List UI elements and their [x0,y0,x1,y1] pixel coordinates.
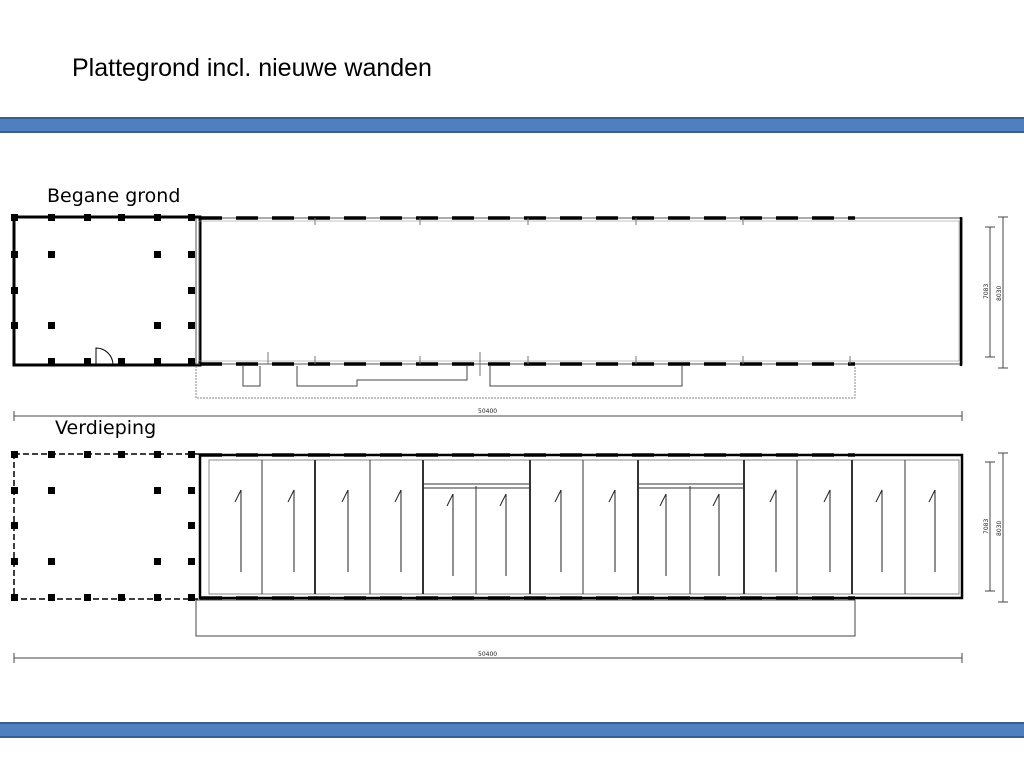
column [154,214,161,221]
upper-annex [195,599,856,637]
upper-wall-symbols [234,489,936,576]
column [118,451,125,458]
column [188,251,195,258]
door-swing [95,347,114,366]
column [84,214,91,221]
ground-hall-outline [195,217,963,365]
column [188,594,195,601]
column [11,287,18,294]
column [188,558,195,565]
column [11,522,18,529]
column [84,451,91,458]
column [48,322,55,329]
ground-annex [195,366,856,399]
column [188,451,195,458]
upper-outer-dimension: 8030 [996,521,1003,536]
column [11,487,18,494]
upper-partition-walls [261,460,906,594]
column [188,287,195,294]
column [154,358,161,365]
column [118,358,125,365]
column [48,451,55,458]
upper-width-dimension-line [13,653,963,663]
column [48,214,55,221]
column [11,558,18,565]
top-accent-band [0,117,1024,133]
upper-left-section-outline [13,453,201,600]
ground-hall-inner-outline [198,220,960,362]
slide-title: Plattegrond incl. nieuwe wanden [72,54,432,82]
upper-floor-plan: 50400 7083 8030 [11,451,1008,663]
column [11,251,18,258]
bottom-accent-band [0,722,1024,738]
ground-mullions [267,218,851,376]
upper-hall-inner-outline [208,459,960,595]
ground-outer-dimension: 8030 [996,286,1003,301]
column [48,594,55,601]
ground-left-section-outline [12,215,202,367]
upper-floor-label: Verdieping [55,417,157,439]
column [48,487,55,494]
column [154,451,161,458]
column [188,487,195,494]
column [154,322,161,329]
column [48,358,55,365]
column [84,358,91,365]
column [11,322,18,329]
column [11,594,18,601]
ground-inner-dimension: 7083 [983,284,990,299]
column [154,594,161,601]
ground-height-dimension-lines [985,216,1008,369]
column [118,594,125,601]
upper-width-dimension: 50400 [478,651,497,658]
column [154,558,161,565]
ground-floor-label: Begane grond [47,185,181,207]
column [48,558,55,565]
column [84,594,91,601]
ground-floor-plan: 50400 7083 8030 [11,214,1008,421]
column [11,451,18,458]
column [188,358,195,365]
column [188,322,195,329]
upper-inner-dimension: 7083 [983,519,990,534]
column [154,487,161,494]
column [154,251,161,258]
ground-width-dimension: 50400 [478,408,497,415]
upper-height-dimension-lines [985,452,1008,603]
ground-columns [11,214,195,365]
column [48,251,55,258]
column [188,522,195,529]
column [118,214,125,221]
upper-columns [11,451,195,601]
column [188,214,195,221]
ground-width-dimension-line [13,411,963,421]
column [11,214,18,221]
